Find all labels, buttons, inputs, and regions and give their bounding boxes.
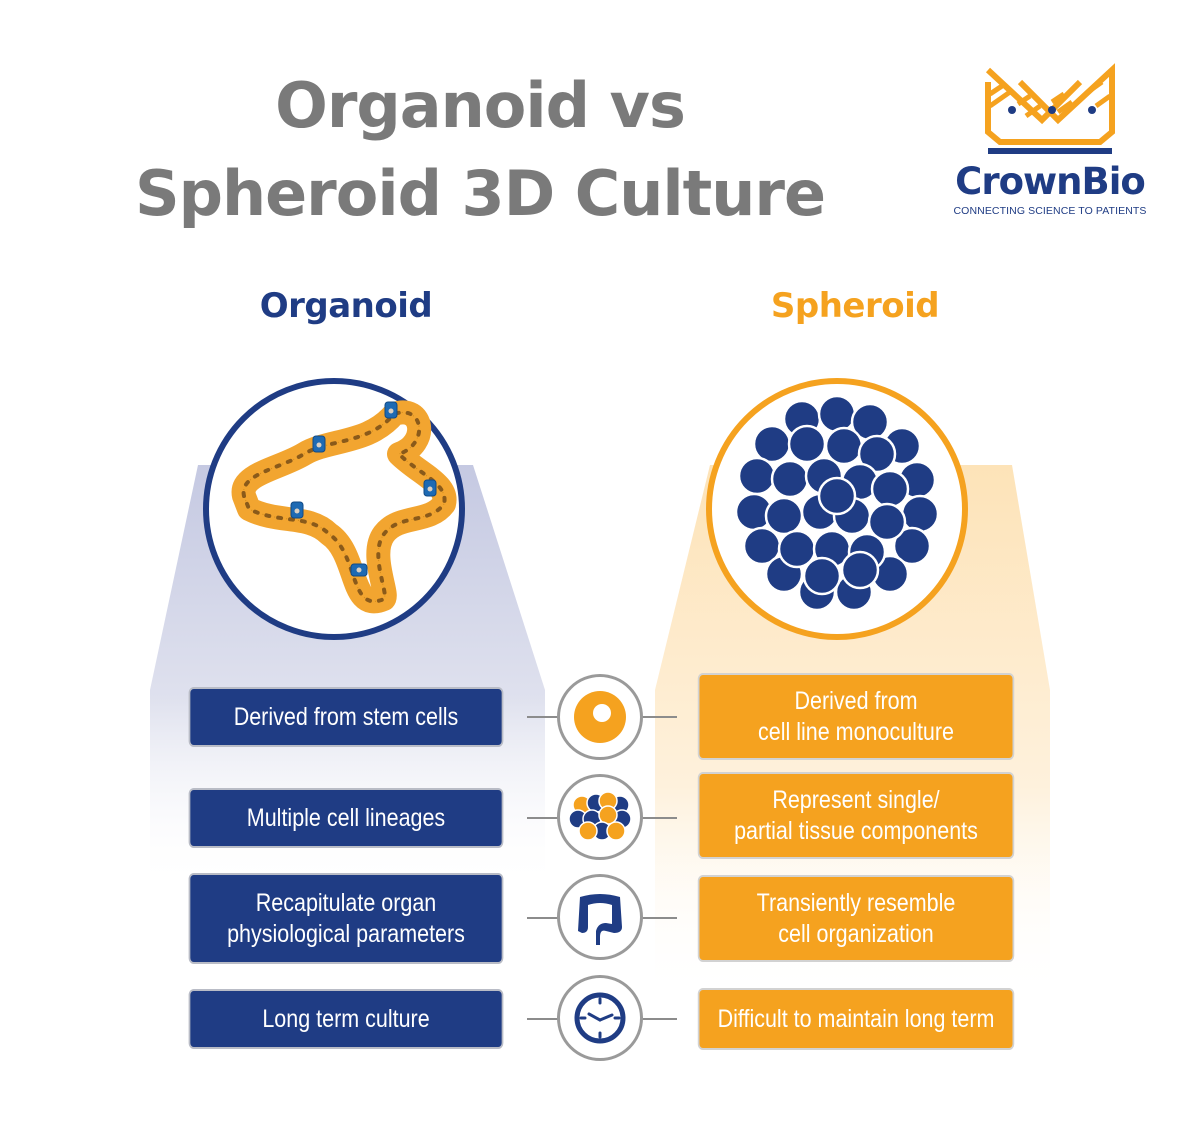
spheroid-feature-2: Represent single/ partial tissue compone… [697,772,1015,859]
feature-text: Represent single/ partial tissue compone… [734,785,978,845]
crownbio-logo: CrownBio CONNECTING SCIENCE TO PATIENTS [930,62,1170,222]
feature-text: Transiently resemble cell organization [756,888,956,948]
feature-text: Recapitulate organ physiological paramet… [227,888,465,948]
center-icon-row-2 [557,774,643,860]
organoid-feature-1: Derived from stem cells [188,687,504,747]
single-cell-icon [574,691,626,743]
feature-text: Multiple cell lineages [246,803,446,832]
spheroid-illustration [706,378,968,640]
organoid-feature-2: Multiple cell lineages [188,788,504,848]
organoid-feature-3: Recapitulate organ physiological paramet… [188,873,504,964]
logo-name: CrownBio [955,160,1146,203]
center-icon-row-1 [557,674,643,760]
organoid-heading: Organoid [259,286,433,326]
organoid-feature-4: Long term culture [188,989,504,1049]
spheroid-feature-4: Difficult to maintain long term [697,988,1015,1050]
center-icon-row-4 [557,975,643,1061]
logo-tagline: CONNECTING SCIENCE TO PATIENTS [953,205,1147,217]
feature-text: Difficult to maintain long term [717,1004,995,1033]
intestine-icon [578,894,622,945]
title-line-1: Organoid vs [275,69,686,142]
spheroid-feature-3: Transiently resemble cell organization [697,875,1015,962]
feature-text: Long term culture [262,1004,430,1033]
spheroid-heading: Spheroid [770,286,940,326]
spheroid-feature-1: Derived from cell line monoculture [697,673,1015,760]
mixed-cells-icon [568,791,632,841]
organoid-illustration [203,378,465,640]
clock-icon [574,992,626,1044]
page-title: Organoid vs Spheroid 3D Culture [100,62,860,238]
organoid-epithelial-ring-icon [231,400,457,614]
feature-text: Derived from stem cells [233,702,459,731]
center-icon-row-3 [557,874,643,960]
title-line-2: Spheroid 3D Culture [134,157,826,230]
spheroid-cell-cluster-icon [734,394,940,612]
feature-text: Derived from cell line monoculture [758,686,954,746]
crown-dna-icon [985,63,1115,154]
